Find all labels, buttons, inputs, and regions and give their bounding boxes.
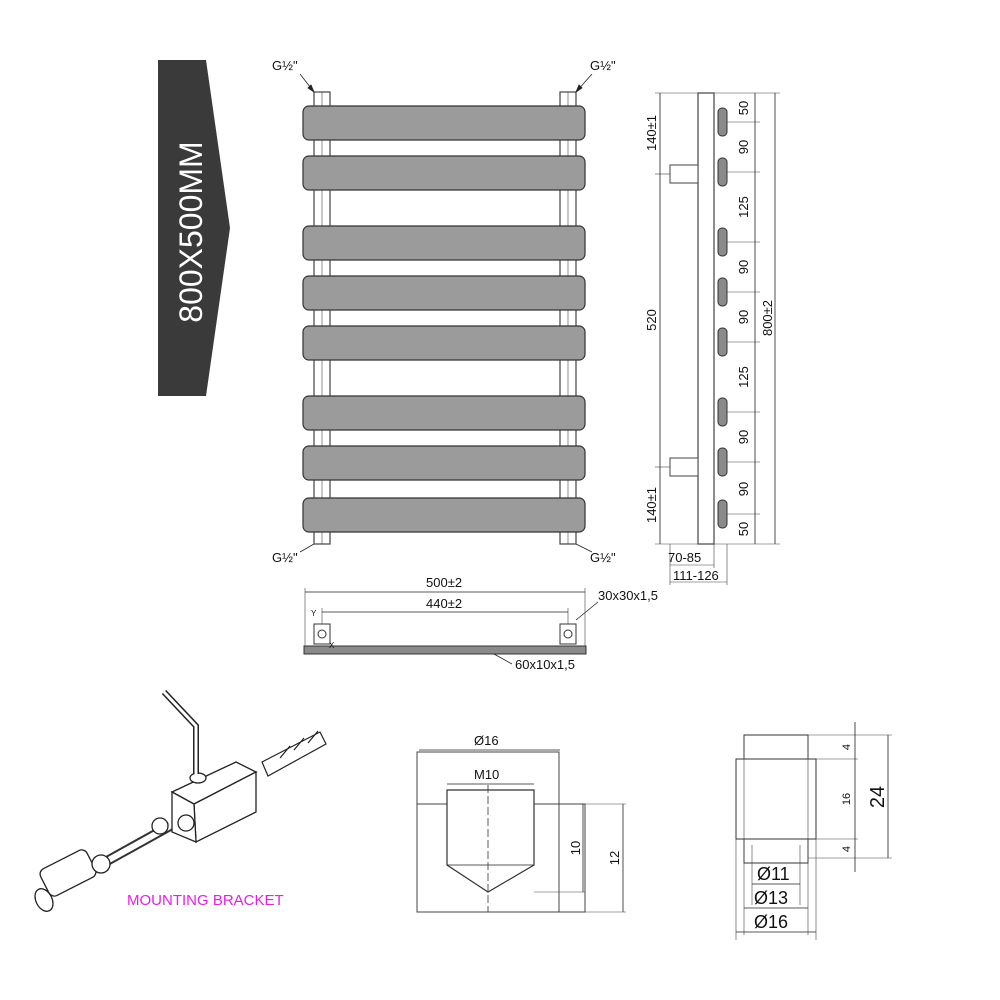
mounting-bracket: MOUNTING BRACKET bbox=[34, 689, 327, 912]
mounting-label: MOUNTING BRACKET bbox=[127, 892, 284, 909]
corner-label-tr: G½" bbox=[590, 58, 616, 73]
tube-size: 30x30x1,5 bbox=[598, 588, 658, 603]
center-distance: 520 bbox=[644, 309, 659, 331]
bracket-block bbox=[170, 761, 258, 844]
flat-bar-size: 60x10x1,5 bbox=[515, 657, 575, 672]
wall-plug bbox=[261, 730, 327, 777]
section-thread: M10 bbox=[474, 767, 499, 782]
section-outer-dia: Ø16 bbox=[474, 733, 499, 748]
sleeve-d3: Ø16 bbox=[754, 912, 788, 932]
bar bbox=[302, 325, 586, 361]
hex-key bbox=[161, 689, 199, 774]
offset-top: 140±1 bbox=[644, 115, 659, 151]
sleeve-dim-3: 4 bbox=[841, 846, 853, 852]
bar bbox=[302, 445, 586, 481]
seg-2: 90 bbox=[736, 140, 751, 154]
axis-y: Y bbox=[311, 609, 317, 618]
depth-inner: 70-85 bbox=[668, 550, 701, 565]
bar bbox=[302, 275, 586, 311]
axis-x: X bbox=[329, 641, 335, 650]
seg-6: 125 bbox=[736, 366, 751, 388]
top-view: 500±2 440±2 30x30x1,5 Y X 60x10x1,5 bbox=[303, 575, 658, 672]
seg-3: 125 bbox=[736, 196, 751, 218]
size-banner-text: 800X500MM bbox=[173, 141, 209, 322]
bar bbox=[302, 105, 586, 141]
seg-4: 90 bbox=[736, 260, 751, 274]
total-height: 800±2 bbox=[760, 300, 775, 336]
seg-8: 90 bbox=[736, 482, 751, 496]
seg-1: 50 bbox=[736, 101, 751, 115]
offset-bottom: 140±1 bbox=[644, 487, 659, 523]
center-width: 440±2 bbox=[426, 596, 462, 611]
seg-9: 50 bbox=[736, 522, 751, 536]
bar bbox=[302, 225, 586, 261]
section-depth-outer: 12 bbox=[607, 851, 622, 865]
total-width: 500±2 bbox=[426, 575, 462, 590]
depth-outer: 111-126 bbox=[673, 568, 719, 583]
front-view: G½" G½" G½" G½" bbox=[272, 58, 616, 565]
sleeve-dim-2: 16 bbox=[841, 793, 853, 805]
seg-7: 90 bbox=[736, 430, 751, 444]
corner-label-tl: G½" bbox=[272, 58, 298, 73]
screw-illustration bbox=[34, 817, 173, 912]
bar bbox=[302, 155, 586, 191]
bar bbox=[302, 497, 586, 533]
section-detail: Ø16 M10 10 12 bbox=[416, 733, 626, 913]
corner-label-br: G½" bbox=[590, 550, 616, 565]
corner-label-bl: G½" bbox=[272, 550, 298, 565]
sleeve-d1: Ø11 bbox=[757, 864, 790, 884]
side-view: 50 90 125 90 90 125 90 90 50 800±2 140±1… bbox=[644, 92, 780, 585]
sleeve-dim-1: 4 bbox=[841, 744, 853, 750]
seg-5: 90 bbox=[736, 310, 751, 324]
size-banner: 800X500MM bbox=[158, 60, 230, 396]
sleeve-detail: 4 16 4 24 Ø11 Ø13 Ø16 bbox=[735, 722, 892, 940]
radiator-bars bbox=[302, 105, 586, 533]
sleeve-total: 24 bbox=[867, 786, 889, 808]
sleeve-d2: Ø13 bbox=[754, 888, 788, 908]
bar bbox=[302, 395, 586, 431]
section-depth-inner: 10 bbox=[568, 841, 583, 855]
